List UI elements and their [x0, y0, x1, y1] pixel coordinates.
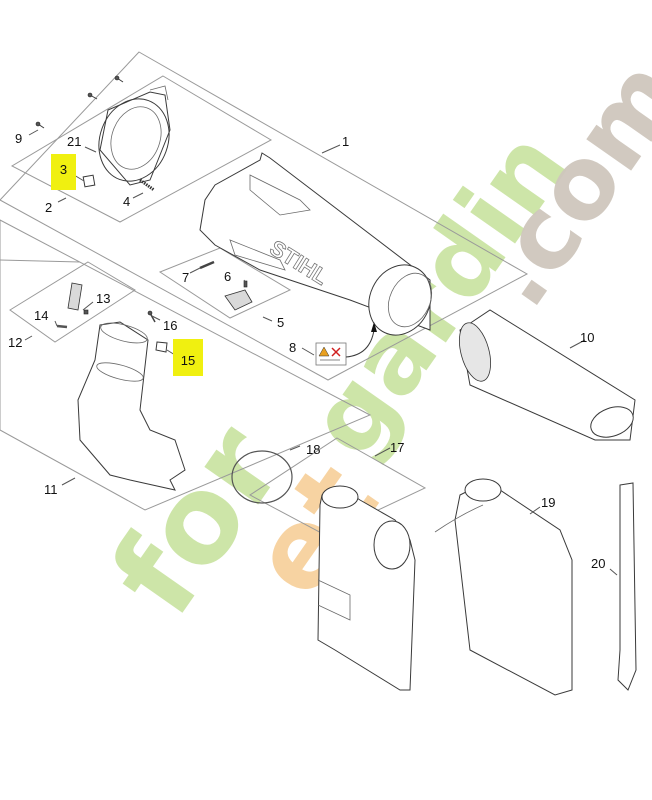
label-7[interactable]: 7 [182, 270, 190, 285]
part-9-screws [35, 75, 124, 129]
label-2[interactable]: 2 [45, 200, 53, 215]
highlight-part-3[interactable]: 3 [51, 154, 76, 190]
part-13-handle [67, 282, 89, 315]
highlight-part-15[interactable]: 15 [173, 339, 203, 376]
label-10[interactable]: 10 [580, 330, 595, 345]
part-5-latch [224, 289, 253, 311]
label-12[interactable]: 12 [8, 335, 23, 350]
part-7-pin [199, 260, 215, 270]
label-14[interactable]: 14 [34, 308, 49, 323]
part-17-container [317, 485, 416, 691]
label-17[interactable]: 17 [390, 440, 405, 455]
label-20[interactable]: 20 [591, 556, 606, 571]
label-16[interactable]: 16 [163, 318, 178, 333]
label-13[interactable]: 13 [96, 291, 111, 306]
label-3: 3 [59, 162, 68, 177]
label-21[interactable]: 21 [67, 134, 82, 149]
frame-assembly-12 [9, 261, 136, 343]
label-6[interactable]: 6 [224, 269, 232, 284]
part-14-pin [56, 324, 68, 329]
part-6-screw [243, 280, 248, 288]
label-4[interactable]: 4 [123, 194, 131, 209]
part-15-clip [155, 341, 168, 353]
label-18[interactable]: 18 [306, 442, 321, 457]
frame-assembly-11 [0, 219, 372, 511]
part-19-container [434, 478, 573, 696]
part-21-housing [98, 85, 171, 186]
label-8[interactable]: 8 [289, 340, 297, 355]
part-3-clip [82, 174, 96, 188]
label-19[interactable]: 19 [541, 495, 556, 510]
part-4-spring [139, 178, 155, 192]
part-1-tube: STIHL [199, 152, 433, 336]
label-15: 15 [180, 353, 196, 368]
frame-assembly-1 [0, 51, 529, 381]
part-8-warning-label [315, 322, 377, 366]
label-9[interactable]: 9 [15, 131, 23, 146]
frame-assembly-2 [10, 75, 273, 223]
part-18-ring [231, 450, 293, 504]
part-20-strap [617, 482, 637, 691]
leader-lines [24, 129, 618, 576]
label-1[interactable]: 1 [342, 134, 350, 149]
frame-assembly-5 [158, 247, 292, 319]
label-11[interactable]: 11 [44, 482, 58, 497]
label-5[interactable]: 5 [277, 315, 285, 330]
part-10-nozzle [459, 309, 636, 441]
part-16-screw [147, 310, 156, 323]
part-11-elbow [77, 321, 186, 491]
